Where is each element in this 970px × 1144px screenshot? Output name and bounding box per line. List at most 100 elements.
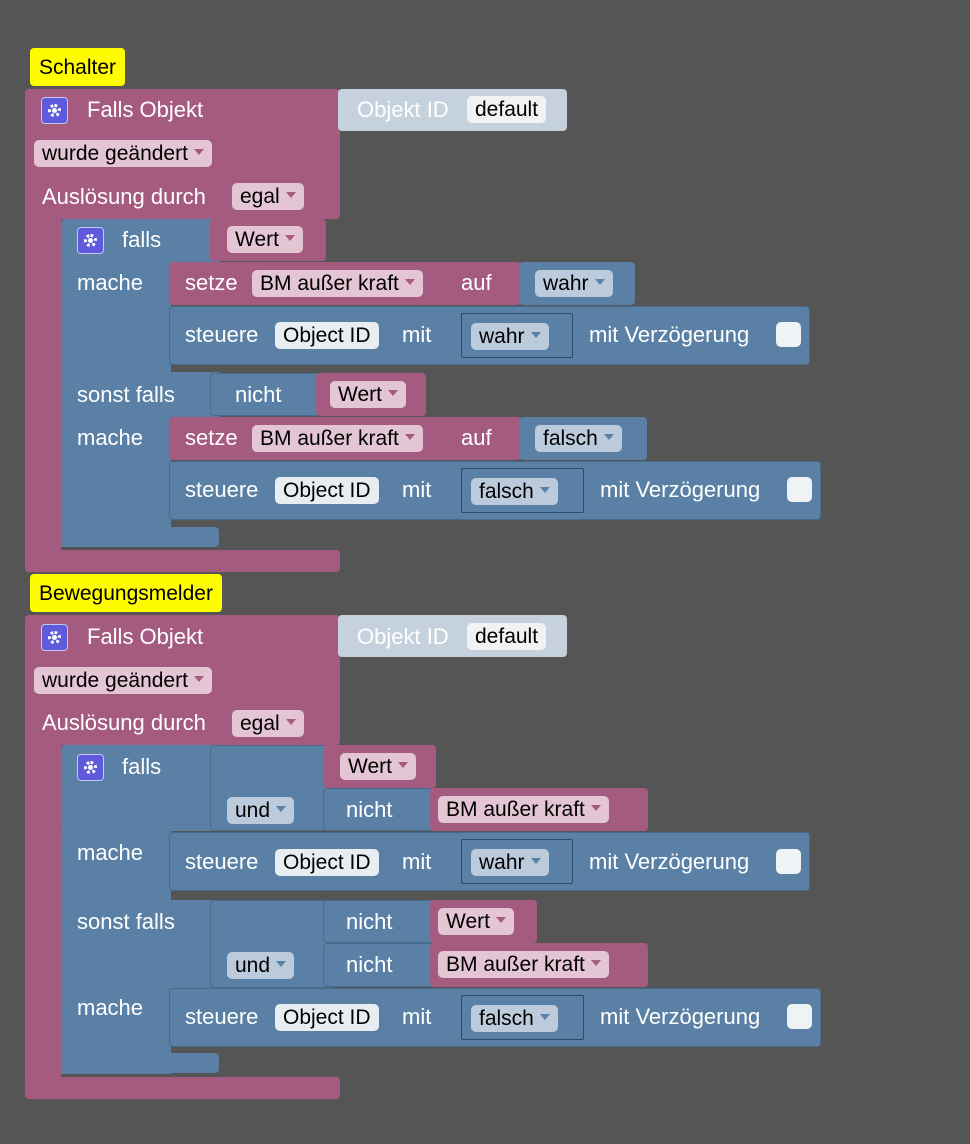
variable-dropdown[interactable]: BM außer kraft (252, 425, 423, 452)
wert-dropdown[interactable]: Wert (340, 753, 416, 780)
chevron-down-icon (276, 806, 287, 813)
nicht-block[interactable] (210, 373, 320, 416)
objekt-id-field[interactable]: default (467, 96, 547, 123)
setze-label: setze (185, 425, 238, 450)
variable-dropdown[interactable]: BM außer kraft (438, 796, 609, 823)
chevron-down-icon (397, 762, 408, 769)
und-dropdown[interactable]: und (227, 797, 295, 824)
value-dropdown[interactable]: wahr (471, 849, 549, 876)
comment-schalter[interactable]: Schalter (30, 48, 126, 86)
gear-icon[interactable] (41, 97, 68, 124)
bool-dropdown[interactable]: wahr (535, 270, 613, 297)
wert-dropdown[interactable]: Wert (227, 226, 303, 253)
object-id-field[interactable]: Object ID (275, 849, 379, 876)
objekt-id-label: Objekt ID (357, 97, 449, 122)
object-id-field[interactable]: Object ID (275, 477, 379, 504)
sonst-falls-label: sonst falls (77, 909, 175, 934)
nicht-label: nicht (346, 909, 393, 934)
delay-checkbox[interactable] (776, 849, 801, 874)
auf-label: auf (461, 270, 492, 295)
object-id-field[interactable]: Object ID (275, 1004, 379, 1031)
event-block-spine (25, 215, 61, 555)
und-dropdown[interactable]: und (227, 952, 295, 979)
event-block-bottom (25, 550, 340, 572)
chevron-down-icon (284, 235, 295, 242)
verzoegerung-label: mit Verzögerung (600, 477, 761, 502)
chevron-down-icon (285, 192, 296, 199)
falls-label: falls (122, 227, 162, 252)
mache-label: mache (77, 270, 144, 295)
chevron-down-icon (539, 1014, 550, 1021)
mit-label: mit (402, 849, 432, 874)
if-block-bottom (61, 1053, 219, 1073)
bool-dropdown[interactable]: falsch (535, 425, 622, 452)
chevron-down-icon (387, 390, 398, 397)
falls-objekt-label: Falls Objekt (87, 624, 204, 649)
nicht-label: nicht (346, 797, 393, 822)
delay-checkbox[interactable] (787, 477, 812, 502)
chevron-down-icon (590, 805, 601, 812)
nicht-label: nicht (235, 382, 282, 407)
delay-checkbox[interactable] (787, 1004, 812, 1029)
chevron-down-icon (404, 279, 415, 286)
chevron-down-icon (594, 279, 605, 286)
wert-dropdown[interactable]: Wert (330, 381, 406, 408)
chevron-down-icon (530, 332, 541, 339)
value-dropdown[interactable]: falsch (471, 478, 558, 505)
steuere-label: steuere (185, 322, 259, 347)
mache-label: mache (77, 425, 144, 450)
comment-bewegungsmelder[interactable]: Bewegungsmelder (30, 574, 222, 612)
steuere-label: steuere (185, 477, 259, 502)
chevron-down-icon (530, 858, 541, 865)
value-dropdown[interactable]: falsch (471, 1005, 558, 1032)
delay-checkbox[interactable] (776, 322, 801, 347)
steuere-label: steuere (185, 1004, 259, 1029)
mache-label: mache (77, 840, 144, 865)
ausloesung-label: Auslösung durch (42, 184, 206, 209)
event-block-spine (25, 740, 61, 1080)
value-slot (461, 839, 573, 884)
if-block-bottom (61, 527, 219, 547)
chevron-down-icon (276, 961, 287, 968)
variable-dropdown[interactable]: BM außer kraft (438, 951, 609, 978)
chevron-down-icon (539, 487, 550, 494)
setze-label: setze (185, 270, 238, 295)
gear-icon[interactable] (41, 624, 68, 651)
trigger-dropdown[interactable]: wurde geändert (34, 140, 212, 167)
gear-icon[interactable] (77, 227, 104, 254)
chevron-down-icon (285, 719, 296, 726)
chevron-down-icon (603, 434, 614, 441)
mit-label: mit (402, 322, 432, 347)
ausloesung-dropdown[interactable]: egal (232, 710, 304, 737)
steuere-label: steuere (185, 849, 259, 874)
value-dropdown[interactable]: wahr (471, 323, 549, 350)
gear-icon[interactable] (77, 754, 104, 781)
verzoegerung-label: mit Verzögerung (589, 849, 750, 874)
objekt-id-field[interactable]: default (467, 623, 547, 650)
trigger-dropdown[interactable]: wurde geändert (34, 667, 212, 694)
ausloesung-dropdown[interactable]: egal (232, 183, 304, 210)
falls-objekt-label: Falls Objekt (87, 97, 204, 122)
chevron-down-icon (193, 676, 204, 683)
wert-dropdown[interactable]: Wert (438, 908, 514, 935)
chevron-down-icon (495, 917, 506, 924)
object-id-field[interactable]: Object ID (275, 322, 379, 349)
value-slot (461, 313, 573, 358)
event-block-bottom (25, 1077, 340, 1099)
if-block-row-sonst (61, 372, 219, 417)
nicht-label: nicht (346, 952, 393, 977)
value-slot (461, 995, 584, 1040)
chevron-down-icon (404, 434, 415, 441)
mache-label: mache (77, 995, 144, 1020)
if-block-row-sonst (61, 900, 219, 988)
ausloesung-label: Auslösung durch (42, 710, 206, 735)
falls-label: falls (122, 754, 162, 779)
value-slot (461, 468, 584, 513)
chevron-down-icon (590, 960, 601, 967)
auf-label: auf (461, 425, 492, 450)
mit-label: mit (402, 477, 432, 502)
objekt-id-label: Objekt ID (357, 624, 449, 649)
verzoegerung-label: mit Verzögerung (600, 1004, 761, 1029)
variable-dropdown[interactable]: BM außer kraft (252, 270, 423, 297)
nicht-block[interactable] (323, 943, 438, 987)
